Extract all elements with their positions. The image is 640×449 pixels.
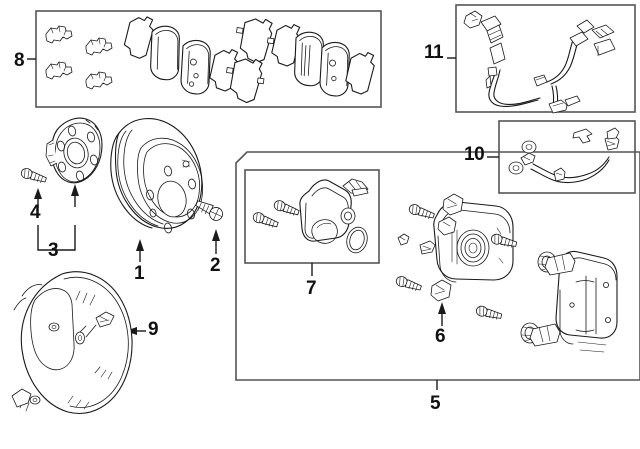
caliper-assembly-art [394,193,618,353]
callout-label-11[interactable]: 11 [424,42,444,63]
abs-sensor-harness-art [463,10,616,114]
callout-label-9[interactable]: 9 [148,319,159,340]
parking-brake-actuator-art [251,178,369,254]
splash-shield-art [11,271,133,414]
caliper-body-group [430,193,514,302]
callout-label-3[interactable]: 3 [48,240,59,261]
rotor-screw-art [195,200,223,221]
callout-label-10[interactable]: 10 [464,144,485,165]
callout-label-4[interactable]: 4 [30,202,41,223]
wheel-hub-assembly-art [19,117,103,185]
brake-pad-set-art [45,13,377,104]
callout-label-8[interactable]: 8 [14,50,25,71]
caliper-bracket-group [529,250,618,353]
callout-label-1[interactable]: 1 [134,263,145,284]
callout-label-7[interactable]: 7 [306,278,317,299]
brake-hose-art [508,127,620,184]
panel-5-outline [235,151,640,381]
leader-lines [27,57,499,390]
callout-label-5[interactable]: 5 [430,393,441,414]
callout-label-6[interactable]: 6 [435,326,446,347]
brake-rotor-art [110,118,204,234]
callout-label-2[interactable]: 2 [210,255,221,276]
